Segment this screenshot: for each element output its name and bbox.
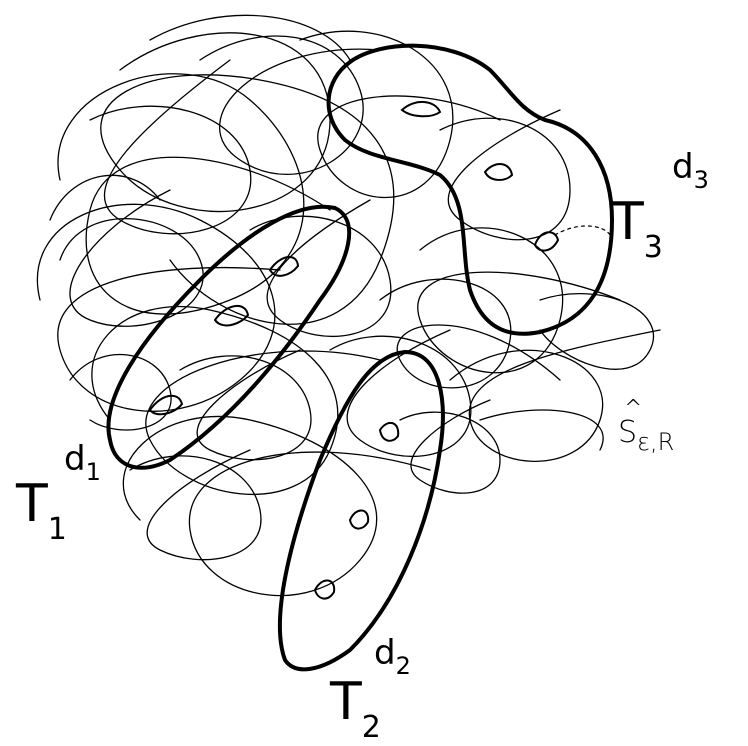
- label-t2-sub: 2: [361, 710, 381, 745]
- label-t3-sup-sub: 3: [693, 166, 709, 194]
- label-surface-hat: ^: [624, 396, 643, 421]
- label-t1-base: T: [16, 474, 48, 534]
- label-surface: ^ Sε,R: [618, 398, 674, 455]
- handlebody-t1: [106, 204, 352, 470]
- label-t3-sup-base: d: [672, 147, 694, 187]
- label-t3-base: T: [612, 192, 644, 252]
- label-t2-sup: d2: [374, 633, 411, 678]
- label-surface-base: S: [618, 415, 638, 450]
- label-t1-sup-base: d: [64, 439, 86, 479]
- label-t3-sup: d3: [672, 147, 709, 192]
- label-t2-sup-base: d: [374, 633, 396, 673]
- tangled-surface-scribble: [37, 14, 661, 597]
- label-t2-base: T: [330, 672, 362, 732]
- label-t3-sub: 3: [643, 230, 663, 265]
- handlebody-t2: [277, 349, 445, 672]
- label-t1-sub: 1: [47, 512, 67, 547]
- label-t1-sup-sub: 1: [85, 458, 101, 486]
- label-t1-sup: d1: [64, 439, 101, 484]
- label-t2-sup-sub: 2: [395, 652, 411, 680]
- label-t2: T2: [330, 676, 381, 743]
- label-t3: T3: [612, 196, 663, 263]
- label-surface-sub: ε,R: [637, 428, 675, 456]
- label-t1: T1: [16, 478, 67, 545]
- handlebody-t3: [326, 43, 615, 336]
